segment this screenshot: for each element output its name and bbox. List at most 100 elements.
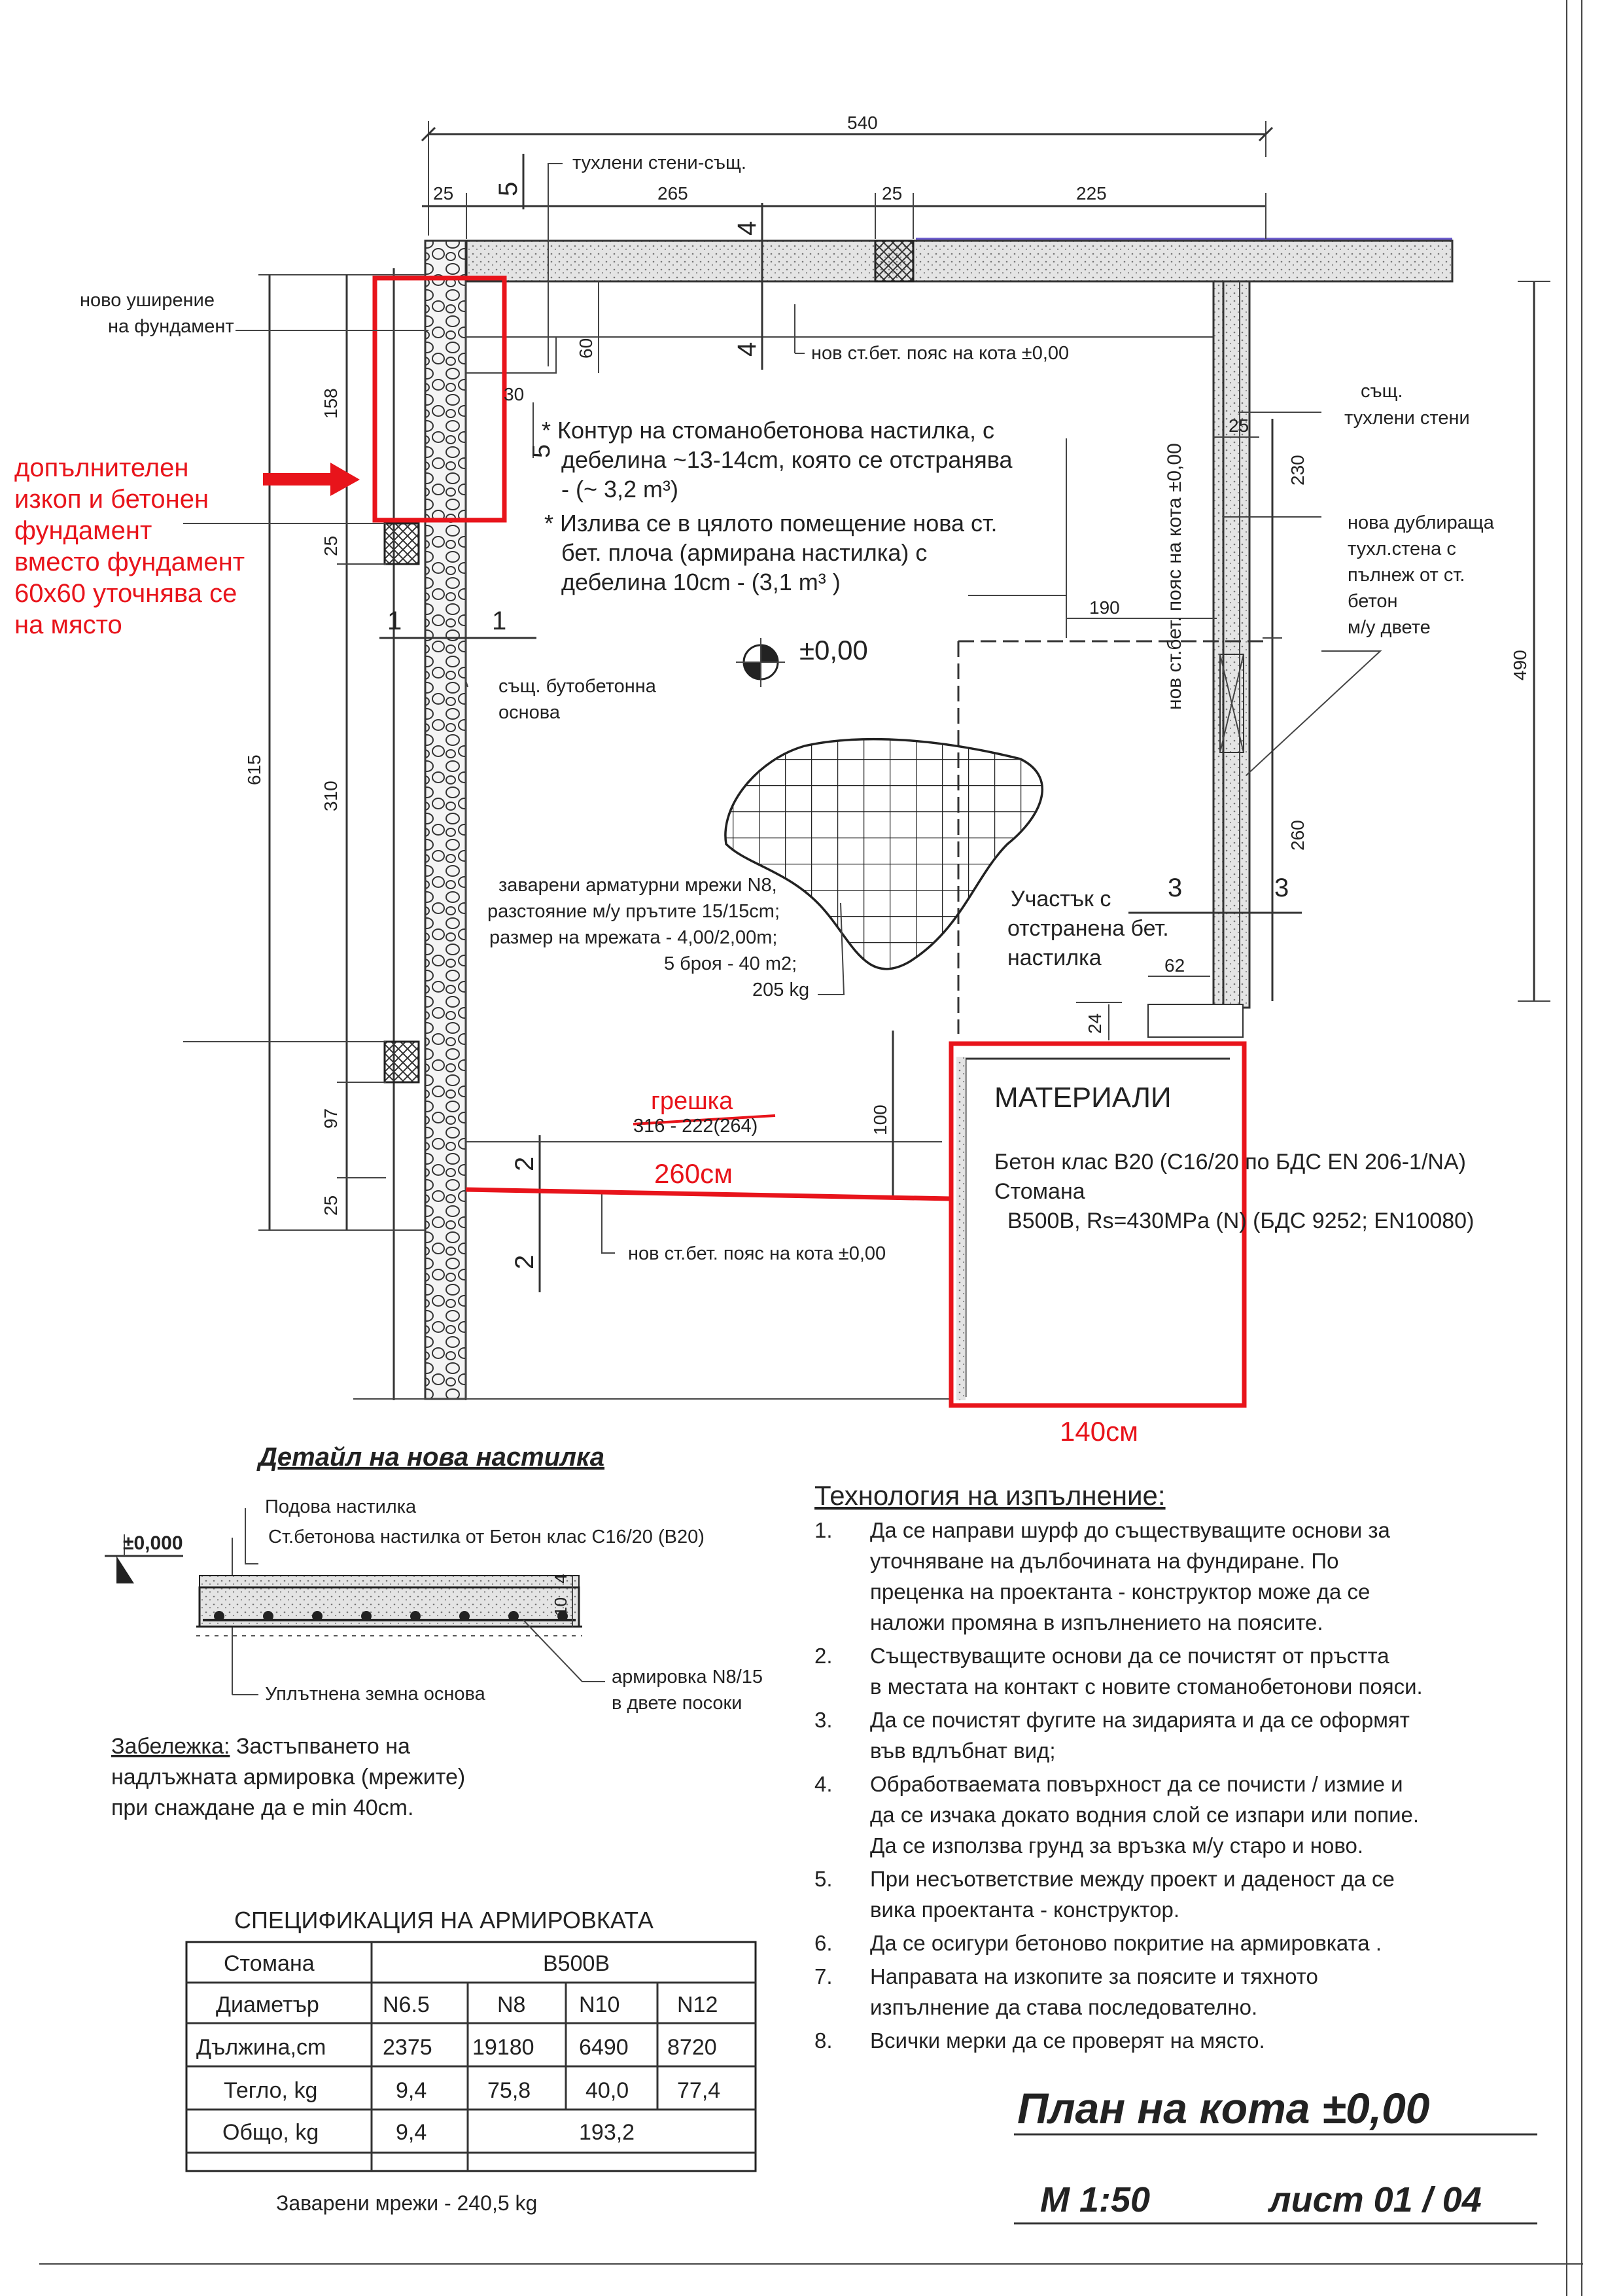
technology-item-line: Да се осигури бетоново покритие на армир… (870, 1931, 1382, 1955)
dim-25-d: 25 (321, 1195, 341, 1216)
dim-490: 490 (1510, 650, 1530, 680)
label-existing-walls-2: тухлени стени (1344, 408, 1470, 429)
label-existing-walls-1: същ. (1361, 381, 1403, 402)
spec-cell: N12 (677, 1992, 718, 2017)
technology-item-line: Да се направи шурф до съществуващите осн… (870, 1518, 1390, 1542)
detail-dim-10: 10 (551, 1597, 570, 1616)
detail-note-1: Забележка: Застъпването на (111, 1734, 410, 1759)
detail-level: ±0,000 (123, 1532, 183, 1554)
label-new-widening-1: ново уширение (80, 290, 215, 311)
dim-265: 265 (657, 183, 688, 203)
double-wall-2: тухл.стена с (1348, 539, 1456, 559)
technology-item-line: Съществуващите основи да се почистят от … (870, 1644, 1389, 1668)
spec-cell: 2375 (383, 2035, 432, 2060)
materials-line-2: Стомана (994, 1179, 1085, 1204)
removed-area-2: отстранена бет. (1007, 916, 1169, 941)
technology-item-number: 4. (814, 1772, 833, 1796)
detail-note-3: при снаждане да е min 40cm. (111, 1795, 413, 1820)
label-new-belt-vertical: нов ст.бет. пояс на кота ±0,00 (1164, 443, 1185, 710)
column-top-middle (874, 239, 915, 283)
mesh-line-1: заварени арматурни мрежи N8, (498, 875, 777, 896)
materials-line-1: Бетон клас В20 (С16/20 по БДС EN 206-1/N… (994, 1150, 1466, 1174)
mesh-line-4: 5 броя - 40 m2; (664, 953, 797, 974)
dim-540: 540 (847, 113, 878, 133)
red-box-foundation (372, 275, 507, 523)
label-brick-walls-existing: тухлени стени-същ. (572, 152, 746, 173)
spec-row-label: Тегло, kg (224, 2078, 317, 2103)
dim-60: 60 (576, 338, 596, 359)
dim-615: 615 (244, 754, 264, 785)
dim-190: 190 (1089, 597, 1120, 618)
red-error: грешка (651, 1087, 733, 1115)
spec-cell: 77,4 (677, 2078, 720, 2103)
dim-260: 260 (1287, 820, 1308, 851)
spec-cell: 40,0 (585, 2078, 629, 2103)
detail-layer-2: Ст.бетонова настилка от Бетон клас С16/2… (268, 1527, 705, 1547)
detail-dim-4: 4 (551, 1574, 570, 1583)
technology-item-line: Направата на изкопите за поясите и тяхно… (870, 1964, 1318, 1988)
spec-row-label: Дължина,cm (196, 2035, 326, 2060)
dim-30: 30 (504, 384, 524, 404)
contour-line-5: бет. плоча (армирана настилка) с (561, 539, 927, 566)
section-4-bottom: 4 (733, 342, 761, 357)
dim-230: 230 (1287, 455, 1308, 486)
technology-item-line: При несъответствие между проект и дадено… (870, 1867, 1395, 1891)
note-label: Забележка: (111, 1734, 230, 1759)
technology-item-number: 8. (814, 2028, 833, 2053)
removed-area-outline (957, 640, 1269, 1034)
detail-note-2: надлъжната армировка (мрежите) (111, 1765, 465, 1790)
rubble-base-2: основа (498, 702, 561, 723)
detail-rebar-1: армировка N8/15 (612, 1667, 763, 1687)
spec-cell: 6490 (579, 2035, 629, 2060)
level-symbol-detail: ±0,000 (105, 1532, 183, 1583)
red-notes: допълнителен изкоп и бетонен фундамент в… (14, 453, 1138, 1447)
spec-total-b: 193,2 (579, 2120, 635, 2145)
mesh-line-5: 205 kg (752, 980, 809, 1000)
spec-steel-label: Стомана (224, 1951, 315, 1976)
red-note-6: на място (14, 610, 122, 639)
technology-item-number: 7. (814, 1964, 833, 1988)
dim-24: 24 (1085, 1014, 1105, 1034)
dim-225: 225 (1076, 183, 1107, 203)
mesh-line-3: размер на мрежата - 4,00/2,00m; (489, 927, 777, 948)
right-double-wall (1212, 280, 1251, 1009)
label-new-widening-2: на фундамент (108, 316, 234, 337)
spec-cell: N8 (497, 1992, 525, 2017)
dim-25-c: 25 (321, 536, 341, 556)
contour-line-2: дебелина ~13-14cm, която се отстранява (561, 446, 1013, 473)
dim-310: 310 (321, 781, 341, 811)
spec-mesh-total: Заварени мрежи - 240,5 kg (276, 2191, 537, 2215)
contour-line-1: * Контур на стоманобетонова настилка, с (542, 417, 994, 444)
title-scale: М 1:50 (1040, 2180, 1150, 2219)
spec-cell: N6.5 (383, 1992, 430, 2017)
plan-labels: 540 25 5 265 25 225 4 4 60 30 5 158 25 6… (80, 113, 1530, 1269)
dim-62: 62 (1164, 955, 1185, 976)
double-wall-5: м/у двете (1348, 617, 1431, 638)
dim-25-b: 25 (882, 183, 902, 203)
technology-item-line: Да се използва грунд за връзка м/у старо… (870, 1833, 1363, 1858)
dim-97: 97 (321, 1108, 341, 1129)
technology-item-line: наложи промяна в изпълнението на поясите… (870, 1610, 1323, 1634)
red-markups (263, 275, 1247, 1408)
red-note-3: фундамент (14, 516, 152, 545)
removed-area-3: настилка (1007, 945, 1102, 970)
contour-line-4: * Излива се в цялото помещение нова ст. (544, 510, 998, 537)
detail-title: Детайл на нова настилка (256, 1443, 604, 1472)
technology-item-line: Обработваемата повърхност да се почисти … (870, 1772, 1403, 1796)
spec-cell: 19180 (472, 2035, 534, 2060)
red-note-2: изкоп и бетонен (14, 485, 209, 514)
technology-item-line: в местата на контакт с новите стоманобет… (870, 1674, 1423, 1699)
removed-area-1: Участък с (1011, 887, 1111, 911)
red-box-materials (949, 1041, 1247, 1408)
detail-section: Детайл на нова настилка Подова настилка … (105, 1443, 763, 1820)
materials-line-3: В500В, Rs=430MPa (N) (БДС 9252; EN10080) (1007, 1209, 1474, 1233)
red-line-260 (465, 1187, 952, 1201)
technology-title: Технология на изпълнение: (814, 1480, 1166, 1511)
top-wall (427, 239, 1454, 283)
section-3-right: 3 (1274, 874, 1289, 902)
technology-item-line: вика проектанта - конструктор. (870, 1898, 1179, 1922)
technology-item-line: уточняване на дълбочината на фундиране. … (870, 1549, 1338, 1573)
detail-rebar-2: в двете посоки (612, 1693, 742, 1714)
technology-item-number: 1. (814, 1518, 833, 1542)
